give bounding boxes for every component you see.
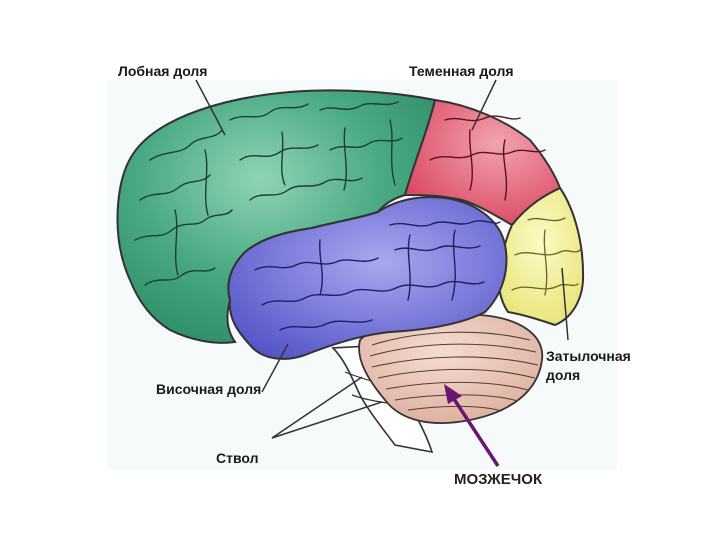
frontal-lobe-label: Лобная доля	[118, 63, 208, 79]
parietal-lobe-label: Теменная доля	[409, 63, 514, 79]
occipital-lobe-region	[497, 186, 585, 327]
parietal-gyri	[429, 115, 546, 201]
occipital-label-line1: Затылочная	[546, 348, 631, 364]
leader-lines	[195, 79, 569, 439]
temporal-leader-line	[261, 343, 289, 393]
occipital-lobe-label: Затылочная доля	[546, 347, 631, 385]
frontal-gyri	[134, 101, 403, 286]
brainstem-leader-line-2	[271, 401, 383, 439]
temporal-lobe-region	[227, 196, 508, 360]
occipital-label-line2: доля	[546, 367, 581, 383]
brainstem-label: Ствол	[216, 450, 259, 466]
cerebellum-arrow	[444, 384, 500, 467]
parietal-leader-line	[471, 79, 497, 131]
occipital-gyri	[511, 217, 581, 296]
frontal-leader-line	[195, 79, 226, 136]
cerebellum-folia	[369, 331, 539, 412]
brainstem-leader-line-1	[271, 376, 363, 439]
temporal-lobe-label: Височная доля	[156, 381, 262, 397]
occipital-leader-line	[561, 267, 569, 341]
cerebellum-label: МОЗЖЕЧОК	[454, 471, 543, 488]
temporal-gyri	[254, 220, 501, 331]
